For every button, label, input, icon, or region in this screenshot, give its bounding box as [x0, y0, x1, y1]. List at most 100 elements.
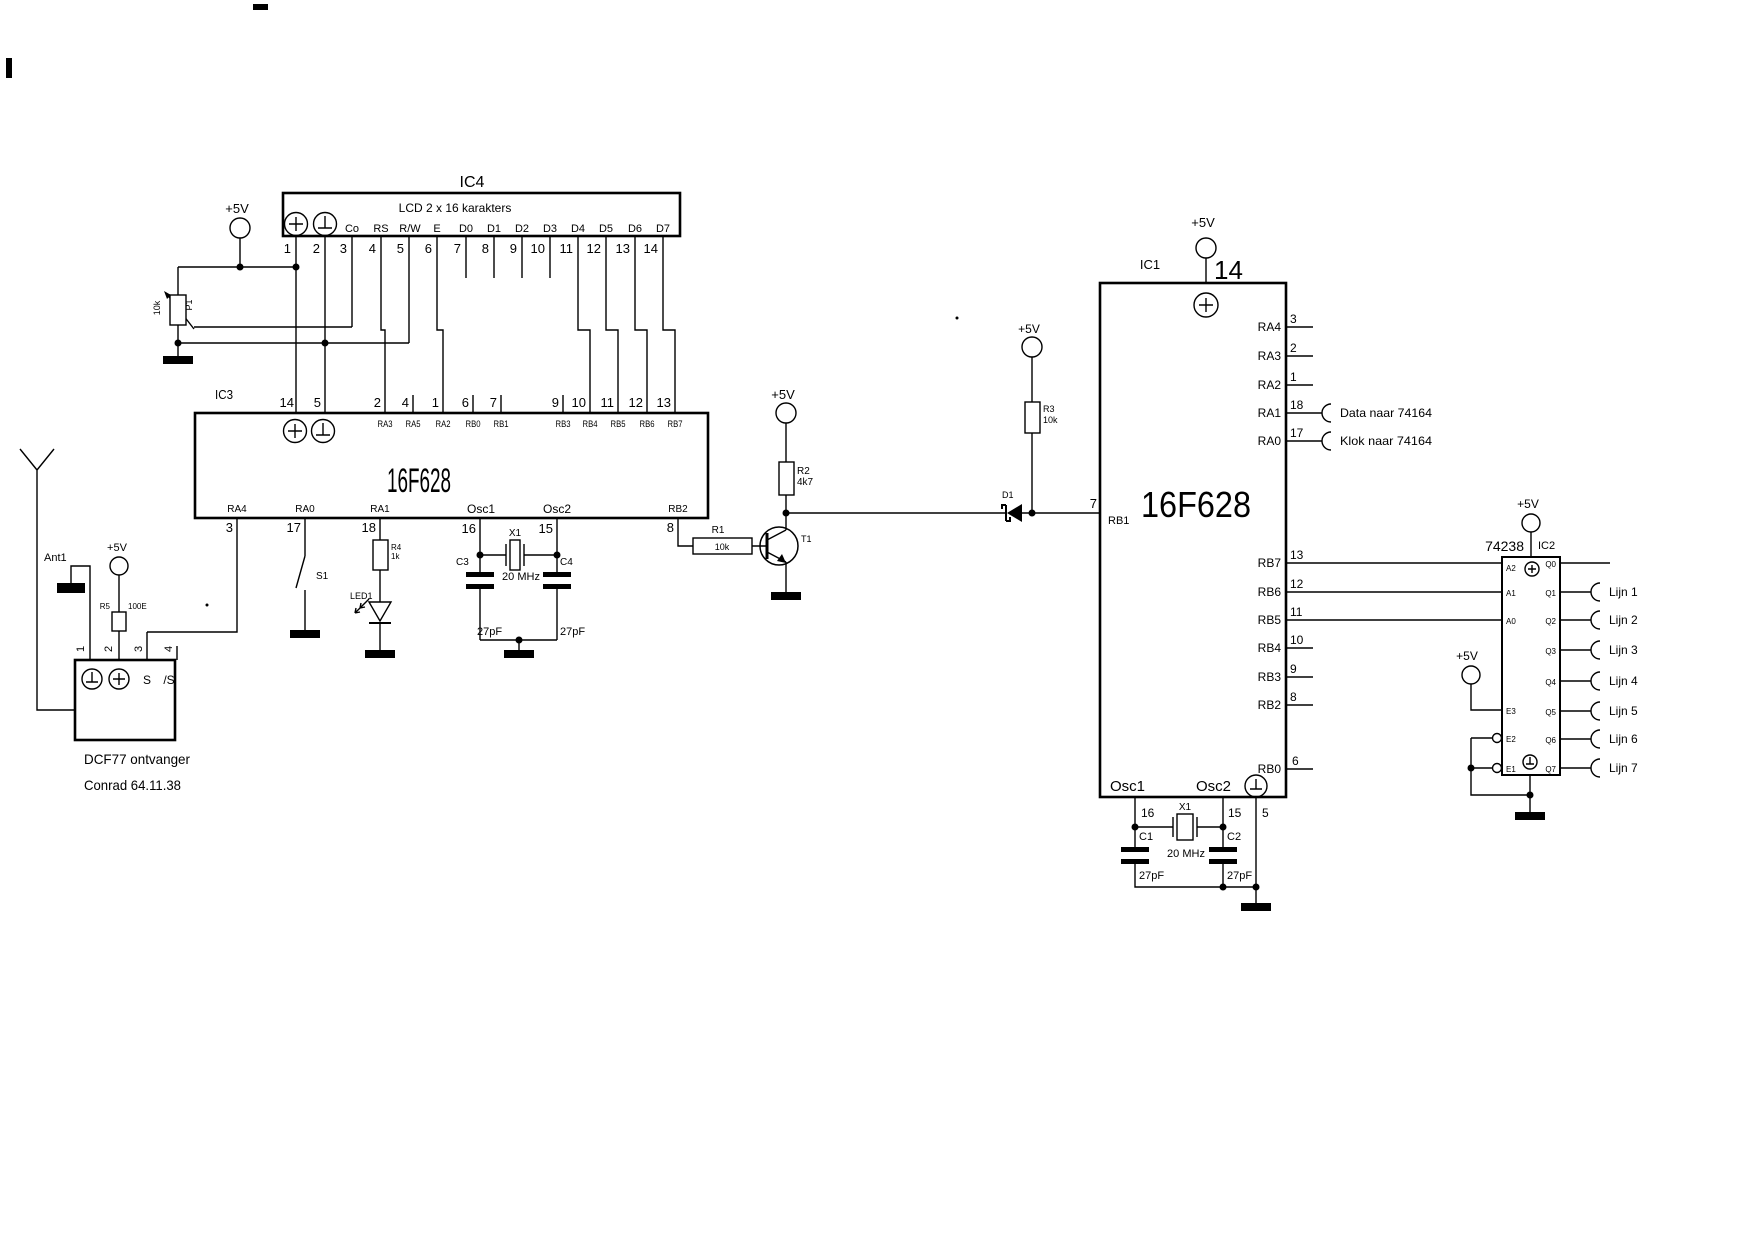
r5-label: R5 — [100, 602, 111, 611]
lcd-pin-number: 12 — [587, 241, 601, 256]
t1-label: T1 — [801, 534, 812, 544]
pin-label: RB6 — [1258, 585, 1282, 599]
line-label: Lijn 4 — [1609, 674, 1638, 688]
lcd-pin-label: D2 — [515, 223, 529, 235]
pin-number: 3 — [226, 520, 233, 535]
diode-triangle-icon — [1007, 504, 1022, 522]
inverter-bubble-icon — [1491, 732, 1503, 744]
ic1-right-wires — [1286, 326, 1502, 770]
mcu-ic3: IC3 16F628 14 5 2 4 1 6 7 9 10 11 12 13 … — [193, 387, 710, 536]
resistor-r5 — [111, 611, 127, 632]
pin-label: RA3 — [1258, 349, 1282, 363]
receiver-caption: Conrad 64.11.38 — [84, 777, 181, 793]
clock-note: Klok naar 74164 — [1340, 434, 1432, 448]
r2-label: R2 — [797, 466, 810, 477]
pin-number: 4 — [402, 395, 409, 410]
cap-plate-icon — [1209, 859, 1237, 864]
pin-label: RB3 — [1258, 670, 1282, 684]
driver-stage: R1 10k T1 +5V R2 4k7 — [677, 387, 1006, 600]
lcd-pin-label: R/W — [399, 223, 421, 235]
lcd-pin-number: 14 — [644, 241, 658, 256]
ground-symbol-icon — [310, 418, 336, 444]
pin-label: RB5 — [611, 419, 626, 429]
data-note: Data naar 74164 — [1340, 406, 1432, 420]
pin-label: E1 — [1506, 765, 1516, 774]
pin-number: 9 — [1290, 662, 1297, 676]
connector-arc-icon — [1321, 431, 1332, 451]
connector-arc-icon — [1590, 582, 1601, 778]
lcd-pin-number: 7 — [454, 241, 461, 256]
switch-s1: S1 — [290, 518, 329, 638]
dcf77-receiver: Ant1 +5V R5 100E 1 2 3 4 S /S DCF77 ontv… — [19, 448, 238, 793]
pin-label: Q4 — [1545, 678, 1556, 687]
r1-label: R1 — [712, 525, 725, 536]
pin-number: 4 — [163, 646, 175, 652]
pin-number: 16 — [462, 521, 476, 536]
pin-number: 5 — [314, 395, 321, 410]
pin-label: A1 — [1506, 589, 1516, 598]
ground-symbol-icon — [81, 668, 103, 690]
cap-plate-icon — [1209, 847, 1237, 852]
pin-label: Osc2 — [543, 502, 571, 516]
v5-terminal-icon — [1195, 237, 1217, 259]
pin-number: 6 — [462, 395, 469, 410]
pin-label: RB2 — [1258, 698, 1282, 712]
pin-label: RA4 — [1258, 320, 1282, 334]
ground-bar-icon — [1241, 903, 1271, 911]
plus-symbol-icon — [1524, 561, 1540, 577]
pin-number: 13 — [657, 395, 671, 410]
d1-label: D1 — [1002, 490, 1014, 500]
v5-terminal-icon — [1521, 513, 1541, 533]
lcd-pin-number: 3 — [340, 241, 347, 256]
c3-label: C3 — [456, 557, 469, 568]
pin-number: 5 — [1262, 806, 1269, 820]
pot-value: 10k — [152, 300, 162, 315]
ground-bar-icon — [365, 650, 395, 658]
connector-arc-icon — [1321, 403, 1332, 423]
plus-symbol-icon — [282, 418, 308, 444]
pin-label: RB4 — [583, 419, 598, 429]
line-label: Lijn 6 — [1609, 732, 1638, 746]
x1-label: X1 — [509, 528, 522, 539]
transistor-t1-icon — [759, 526, 799, 566]
pin-number: 12 — [1290, 577, 1304, 591]
lcd-pin-label: D1 — [487, 223, 501, 235]
v5-label: +5V — [107, 542, 128, 554]
demux-ic2: +5V 74238 IC2 A2 A1 A0 E3 E2 E1 Q0 Q1 Q2… — [1456, 497, 1638, 820]
line-label: Lijn 5 — [1609, 704, 1638, 718]
c4-label: C4 — [560, 557, 573, 568]
cap-plate-icon — [543, 572, 571, 577]
switch-label: S1 — [316, 571, 329, 582]
pin-number: 1 — [432, 395, 439, 410]
lcd-pin-number: 5 — [397, 241, 404, 256]
cap-plate-icon — [1121, 847, 1149, 852]
pin-number: 10 — [1290, 633, 1304, 647]
inverter-bubble-icon — [1491, 762, 1503, 774]
pin-label: A2 — [1506, 564, 1516, 573]
pin-label: Q6 — [1545, 736, 1556, 745]
pin-label: RA2 — [436, 419, 451, 429]
c4-value: 27pF — [560, 626, 585, 638]
lcd-pin-number: 1 — [284, 241, 291, 256]
pin-number: 17 — [287, 520, 301, 535]
pin-number: 15 — [539, 521, 553, 536]
line-label: Lijn 2 — [1609, 613, 1638, 627]
pin-label: RB1 — [494, 419, 509, 429]
c2-value: 27pF — [1227, 870, 1252, 882]
ic3-chip: 16F628 — [387, 462, 451, 500]
pin-number: 3 — [133, 646, 145, 652]
c3-value: 27pF — [477, 626, 502, 638]
resistor-r1 — [692, 537, 753, 555]
pin-label: Osc1 — [1110, 778, 1145, 795]
r3-value: 10k — [1043, 415, 1058, 425]
resistor-r2 — [778, 461, 795, 496]
ground-bar-icon — [290, 630, 320, 638]
pin-number: 7 — [490, 395, 497, 410]
r4-label: R4 — [391, 543, 402, 552]
lcd-to-ic3-wires — [295, 236, 676, 413]
pin-number: 17 — [1290, 426, 1304, 440]
pin-number: 15 — [1228, 806, 1242, 820]
ground-bar-icon — [163, 356, 193, 364]
v5-label: +5V — [1018, 322, 1040, 336]
pin-label: S — [143, 673, 151, 687]
